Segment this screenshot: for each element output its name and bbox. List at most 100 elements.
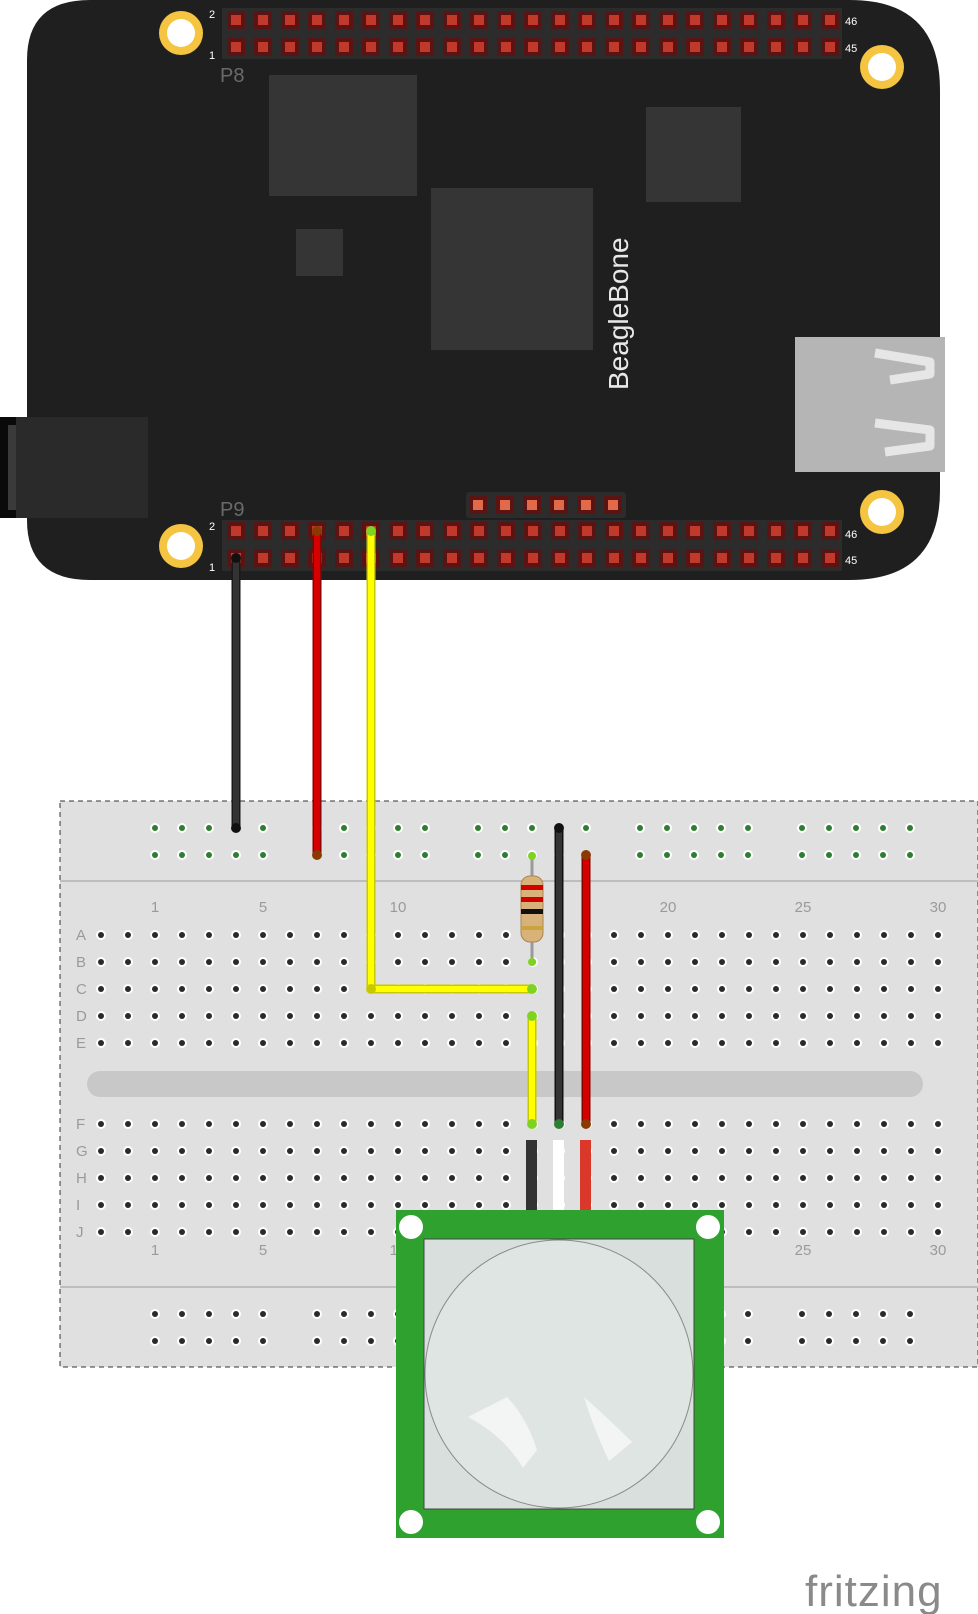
breadboard-hole-core <box>152 986 158 992</box>
rail-hole-core <box>718 852 724 858</box>
header-p9-pin-core <box>528 526 538 536</box>
breadboard-hole-core <box>395 959 401 965</box>
rail-hole-core <box>233 852 239 858</box>
breadboard-hole-core <box>746 1202 752 1208</box>
header-p9-pin-core <box>447 526 457 536</box>
breadboard-hole-core <box>179 986 185 992</box>
breadboard-hole-core <box>206 1148 212 1154</box>
header-p9-pin-45: 45 <box>845 555 857 567</box>
resistor-end-top <box>528 852 536 860</box>
breadboard-hole-core <box>692 1040 698 1046</box>
breadboard-hole-core <box>719 986 725 992</box>
sensor-dome-highlight-right <box>584 1397 632 1461</box>
center-channel <box>87 1071 923 1097</box>
breadboard-hole-core <box>395 1121 401 1127</box>
wire-endpoint <box>527 1011 537 1021</box>
breadboard-hole-core <box>854 1013 860 1019</box>
resistor <box>520 852 544 966</box>
rail-hole-core <box>341 825 347 831</box>
rail-hole-core <box>718 825 724 831</box>
breadboard-hole-core <box>368 1040 374 1046</box>
breadboard-hole-core <box>854 932 860 938</box>
breadboard-hole-core <box>908 986 914 992</box>
rail-hole-core <box>260 1338 266 1344</box>
breadboard-hole-core <box>611 1202 617 1208</box>
rail-hole-core <box>152 825 158 831</box>
header-p8-pin-core <box>366 42 376 52</box>
rail-hole-core <box>799 852 805 858</box>
header-p9-pin-core <box>636 553 646 563</box>
breadboard-hole-core <box>935 986 941 992</box>
breadboard-hole-core <box>638 1148 644 1154</box>
breadboard-hole-core <box>665 986 671 992</box>
header-p9-pin-core <box>285 526 295 536</box>
breadboard-hole-core <box>800 1148 806 1154</box>
header-p8-pin-core <box>528 15 538 25</box>
breadboard-hole-core <box>395 1175 401 1181</box>
breadboard-hole-core <box>422 1202 428 1208</box>
sensor-lead-black <box>526 1140 537 1210</box>
breadboard-hole-core <box>287 959 293 965</box>
breadboard-hole-core <box>449 1121 455 1127</box>
breadboard-hole-core <box>233 1121 239 1127</box>
header-p8-pin-core <box>231 15 241 25</box>
breadboard-hole-core <box>152 1229 158 1235</box>
rail-hole-core <box>152 1338 158 1344</box>
header-p8-pin-core <box>258 42 268 52</box>
breadboard-hole-core <box>206 1202 212 1208</box>
breadboard-row-label: C <box>76 981 87 998</box>
breadboard-hole-core <box>665 1040 671 1046</box>
breadboard-hole-core <box>935 1202 941 1208</box>
header-p8-pin-core <box>663 15 673 25</box>
breadboard-hole-core <box>503 932 509 938</box>
header-p8-pins <box>227 11 839 56</box>
breadboard-hole-core <box>152 959 158 965</box>
breadboard-hole-core <box>260 932 266 938</box>
rail-hole-core <box>745 825 751 831</box>
breadboard-row-label: D <box>76 1008 87 1025</box>
header-p9-pin-core <box>582 553 592 563</box>
breadboard-hole-core <box>395 1040 401 1046</box>
serial-header <box>466 492 626 518</box>
header-p9-label: P9 <box>220 499 244 521</box>
breadboard-column-label: 5 <box>259 899 267 916</box>
breadboard-column-label: 1 <box>151 899 159 916</box>
rail-hole-core <box>745 852 751 858</box>
breadboard-hole-core <box>692 1148 698 1154</box>
sensor-lead-white <box>553 1140 564 1210</box>
header-p8-pin-core <box>555 15 565 25</box>
rail-hole-core <box>637 825 643 831</box>
breadboard-hole-core <box>98 1013 104 1019</box>
wire-endpoint <box>527 1119 537 1129</box>
breadboard-row-label: H <box>76 1170 87 1187</box>
breadboard-hole-core <box>206 932 212 938</box>
header-p8-pin-45: 45 <box>845 43 857 55</box>
wire-endpoint <box>312 850 322 860</box>
serial-header-pin-core <box>473 500 483 510</box>
breadboard-column-label: 10 <box>390 899 407 916</box>
breadboard-column-label: 5 <box>259 1242 267 1259</box>
rail-hole-core <box>853 852 859 858</box>
breadboard-column-label: 25 <box>795 1242 812 1259</box>
breadboard-hole-core <box>692 1175 698 1181</box>
header-p8-pin-core <box>663 42 673 52</box>
breadboard-column-label: 25 <box>795 899 812 916</box>
board-name: BeagleBone <box>603 237 634 390</box>
rail-hole-core <box>880 852 886 858</box>
breadboard-hole-core <box>773 1202 779 1208</box>
header-p8-pin-core <box>744 15 754 25</box>
breadboard-hole-core <box>503 1121 509 1127</box>
breadboard-hole-core <box>908 1229 914 1235</box>
breadboard-hole-core <box>827 1202 833 1208</box>
serial-header-pin-core <box>527 500 537 510</box>
rail-hole-core <box>799 825 805 831</box>
breadboard-hole-core <box>746 959 752 965</box>
breadboard-hole-core <box>665 932 671 938</box>
wire-endpoint <box>312 526 322 536</box>
breadboard-hole-core <box>152 932 158 938</box>
breadboard-hole-core <box>422 1040 428 1046</box>
breadboard-hole-core <box>800 959 806 965</box>
header-p8-pin-core <box>366 15 376 25</box>
mount-hole-inner <box>167 532 195 560</box>
rail-hole-core <box>826 852 832 858</box>
